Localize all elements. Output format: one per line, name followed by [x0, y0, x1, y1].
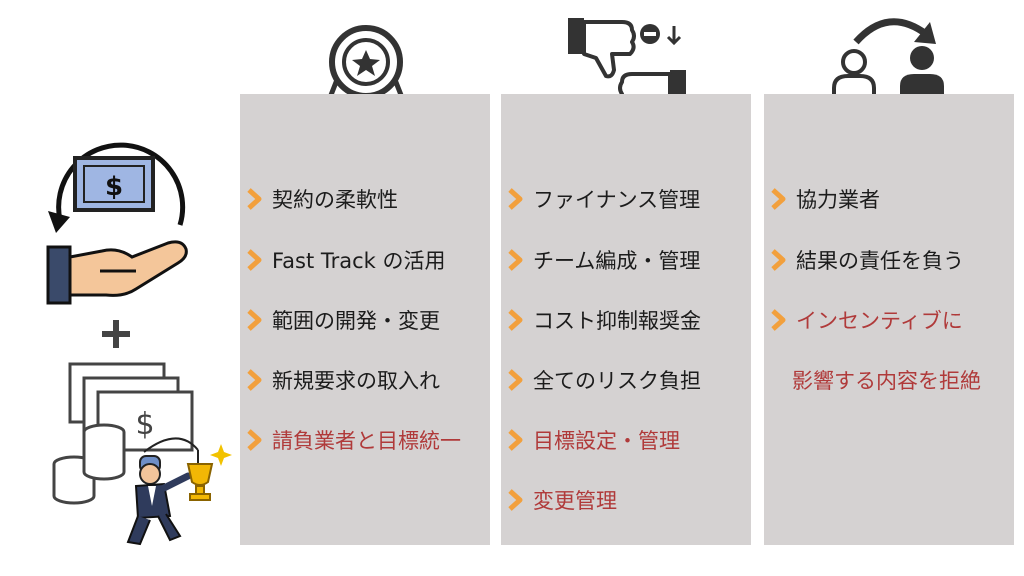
list-item: 協力業者: [764, 184, 880, 214]
list-item: 範囲の開発・変更: [240, 305, 440, 335]
list-item-label: 新規要求の取入れ: [272, 369, 440, 393]
svg-text:$: $: [135, 407, 154, 442]
chevron-right-icon: [242, 307, 268, 333]
list-item: 結果の責任を負う: [764, 245, 964, 275]
panel-column-1: 契約の柔軟性 Fast Track の活用 範囲の開発・変更 新規要求の取入れ …: [240, 94, 490, 545]
list-item-label: 範囲の開発・変更: [272, 309, 440, 333]
list-item-label: 変更管理: [533, 489, 617, 513]
list-item: インセンティブに: [764, 305, 963, 335]
chevron-right-icon: [242, 427, 268, 453]
chevron-right-icon: [503, 307, 529, 333]
list-item-label: 目標設定・管理: [533, 429, 680, 453]
list-item-label: 協力業者: [796, 188, 880, 212]
plus-icon: [100, 318, 132, 350]
list-item-label: 請負業者と目標統一: [272, 429, 461, 453]
list-item: 変更管理: [501, 485, 617, 515]
list-item-label: インセンティブに: [796, 309, 963, 333]
list-item: 新規要求の取入れ: [240, 365, 440, 395]
chevron-right-icon: [503, 487, 529, 513]
chevron-right-icon: [766, 307, 792, 333]
chevron-right-icon: [503, 427, 529, 453]
list-item-label: 結果の責任を負う: [796, 249, 964, 273]
chevron-right-icon: [242, 367, 268, 393]
list-item: 全てのリスク負担: [501, 365, 701, 395]
list-item-label: Fast Track の活用: [272, 249, 446, 273]
list-item: コスト抑制報奨金: [501, 305, 701, 335]
list-item-label: ファイナンス管理: [533, 188, 701, 212]
list-item-label: コスト抑制報奨金: [533, 309, 701, 333]
chevron-right-icon: [242, 247, 268, 273]
list-item-continuation: 影響する内容を拒絶: [764, 365, 981, 395]
list-item: 請負業者と目標統一: [240, 425, 461, 455]
panel-column-3: 協力業者 結果の責任を負う インセンティブに 影響する内容を拒絶: [764, 94, 1014, 545]
hand-dollar-bill-icon: $: [40, 125, 190, 310]
chevron-right-icon: [766, 247, 792, 273]
panel-column-2: ファイナンス管理 チーム編成・管理 コスト抑制報奨金 全てのリスク負担 目標設定…: [501, 94, 751, 545]
chevron-right-icon: [503, 186, 529, 212]
list-item-label: チーム編成・管理: [533, 249, 701, 273]
list-item-label: 契約の柔軟性: [272, 188, 398, 212]
chevron-right-icon: [242, 186, 268, 212]
list-item-label: 全てのリスク負担: [533, 369, 701, 393]
svg-text:$: $: [105, 172, 123, 202]
list-item: 目標設定・管理: [501, 425, 680, 455]
list-item: Fast Track の活用: [240, 245, 446, 275]
chevron-right-icon: [503, 367, 529, 393]
money-coins-businessman-trophy-icon: $: [48, 356, 238, 546]
list-item: 契約の柔軟性: [240, 184, 398, 214]
chevron-right-icon: [503, 247, 529, 273]
list-item: ファイナンス管理: [501, 184, 700, 214]
chevron-right-icon: [766, 186, 792, 212]
list-item: チーム編成・管理: [501, 245, 700, 275]
list-item-label: 影響する内容を拒絶: [792, 369, 981, 393]
